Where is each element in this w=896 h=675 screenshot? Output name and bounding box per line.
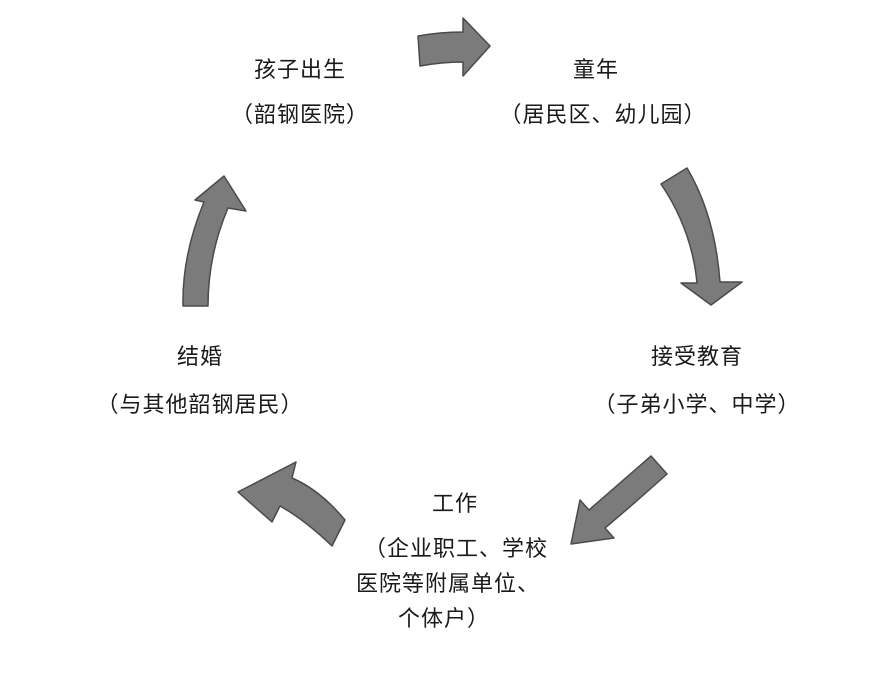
- arrow-birth-to-childhood: [417, 17, 491, 77]
- node-work-title: 工作: [431, 492, 478, 517]
- node-birth-detail: （韶钢医院）: [230, 103, 369, 128]
- node-childhood-detail: （居民区、幼儿园）: [499, 103, 707, 128]
- node-birth-title: 孩子出生: [253, 58, 346, 83]
- arrow-childhood-to-education: [660, 167, 743, 306]
- node-marriage-detail: （与其他韶钢居民）: [96, 393, 304, 418]
- node-education-detail: （子弟小学、中学）: [593, 393, 801, 418]
- node-marriage-title: 结婚: [176, 345, 223, 370]
- node-work-detail-line-3: 个体户）: [397, 607, 490, 632]
- node-childhood-title: 童年: [572, 58, 619, 83]
- arrow-marriage-to-birth: [182, 175, 247, 307]
- arrow-work-to-marriage: [237, 461, 346, 547]
- node-education-title: 接受教育: [650, 345, 743, 370]
- node-work-detail-line-1: （企业职工、学校: [363, 537, 548, 562]
- arrow-education-to-work: [570, 455, 668, 545]
- node-work-detail-line-2: 医院等附属单位、: [355, 572, 540, 597]
